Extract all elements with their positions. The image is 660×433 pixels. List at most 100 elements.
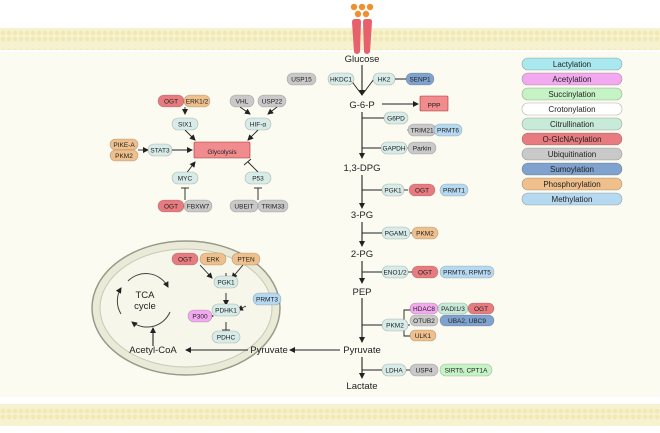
- glucose-transporter: [350, 3, 374, 54]
- main-pathway-arrows: [150, 65, 419, 379]
- metabolite-3pg: 3-PG: [351, 210, 373, 221]
- modifier-prmt6-g6pd: PRMT6: [433, 123, 463, 137]
- modifier-erk12: ERK1/2: [183, 94, 211, 108]
- enzyme-pdhc-label: PDHC: [217, 334, 236, 341]
- enzyme-six1: SIX1: [171, 117, 199, 131]
- modifier-p300-label: P300: [192, 313, 208, 320]
- legend-item: O-GlcNAcylation: [521, 132, 623, 146]
- legend-item-label: Citrullination: [550, 120, 594, 129]
- modifier-senp1: SENP1: [405, 72, 435, 86]
- modifier-pten: PTEN: [231, 252, 261, 266]
- enzyme-pdhc: PDHC: [211, 330, 241, 344]
- legend-item: Methylation: [521, 192, 623, 206]
- legend-item-label: Succinylation: [548, 90, 595, 99]
- enzyme-myc: MYC: [171, 171, 199, 185]
- legend-item-label: Lactylation: [553, 60, 591, 69]
- modifier-pten-label: PTEN: [237, 256, 255, 263]
- modifier-padi13-label: PADI1/3: [441, 306, 465, 313]
- legend-item: Citrullination: [521, 117, 623, 131]
- enzyme-myc-label: MYC: [178, 175, 193, 182]
- modifier-trim33: TRIM33: [257, 199, 289, 213]
- legend-item-label: Sumoylation: [550, 165, 594, 174]
- modifier-ogt-myc: OGT: [157, 199, 185, 213]
- enzyme-hif-label: HIF-α: [250, 121, 267, 128]
- modifier-uba2-ubc9-label: UBA2, UBC9: [448, 318, 486, 325]
- modifier-padi13: PADI1/3: [437, 302, 469, 315]
- metabolite-lactate: Lactate: [346, 381, 377, 392]
- enzyme-ldha-label: LDHA: [385, 367, 403, 374]
- modifier-trim21: TRIM21: [407, 123, 437, 137]
- legend-item: Acetylation: [521, 72, 623, 86]
- enzyme-hkdc1-label: HKDC1: [330, 76, 352, 83]
- modifier-usp22: USP22: [257, 94, 287, 108]
- modifier-ubeit: UBEIT: [229, 199, 259, 213]
- enzyme-eno12: ENO1/2: [381, 265, 409, 279]
- modifier-ogt-eno-label: OGT: [418, 269, 432, 276]
- modifier-parkin-label: Parkin: [413, 145, 432, 152]
- legend-item-label: O-GlcNAcylation: [542, 135, 601, 144]
- modifier-prmt6-g6pd-label: PRMT6: [437, 127, 459, 134]
- modifier-ogt-pgk1-label: OGT: [415, 187, 429, 194]
- glucose-dot-icon: [354, 10, 362, 18]
- modifier-trim21-label: TRIM21: [410, 127, 434, 134]
- legend-item-label: Ubiquitination: [548, 150, 596, 159]
- enzyme-six1-label: SIX1: [178, 121, 192, 128]
- modifier-fbxw7-label: FBXW7: [187, 203, 210, 210]
- modifier-usp4-label: USP4: [416, 367, 433, 374]
- modifier-ogt-pkm2-label: OGT: [474, 306, 488, 313]
- modifier-sirt5-cpt1a: SIRT5, CPT1A: [439, 363, 493, 377]
- ppp-box: PPP: [419, 95, 449, 112]
- transporter-right-icon: [363, 19, 372, 54]
- legend-item-label: Acetylation: [552, 75, 591, 84]
- modifier-ogt-mito-label: OGT: [178, 256, 192, 263]
- modifier-ogt-myc-label: OGT: [164, 203, 178, 210]
- glucose-dot-icon: [350, 3, 358, 11]
- modifier-ogt-six1-label: OGT: [164, 98, 178, 105]
- glycolysis-box-label: Glycolysis: [207, 149, 237, 156]
- enzyme-pdhk1: PDHK1: [211, 303, 241, 317]
- enzyme-pdhk1-label: PDHK1: [215, 307, 237, 314]
- enzyme-gapdh: GAPDH: [380, 141, 408, 155]
- modifier-sirt5-cpt1a-label: SIRT5, CPT1A: [445, 367, 489, 374]
- modifier-ogt-pkm2: OGT: [467, 302, 495, 315]
- modifier-pkm2-stat3: PKM2: [109, 149, 139, 162]
- legend-item-label: Crotonylation: [548, 105, 595, 114]
- legend-item: Phosphorylation: [521, 177, 623, 191]
- enzyme-pgk1-mito-label: PGK1: [217, 279, 235, 286]
- modifier-senp1-label: SENP1: [409, 76, 431, 83]
- modifier-ulk1-label: ULK1: [415, 333, 432, 340]
- enzyme-p53-label: P53: [252, 175, 264, 182]
- modifier-erk-mito: ERK: [199, 252, 227, 266]
- modifier-prmt3-label: PRMT3: [256, 296, 278, 303]
- modifier-fbxw7: FBXW7: [183, 199, 213, 213]
- modifier-ubeit-label: UBEIT: [234, 203, 253, 210]
- metabolite-acetyl-coa: Acetyl-CoA: [129, 345, 177, 356]
- enzyme-pkm2-label: PKM2: [386, 322, 404, 329]
- modifier-otub2-label: OTUB2: [413, 318, 435, 325]
- legend: LactylationAcetylationSuccinylationCroto…: [521, 57, 623, 206]
- modifier-vhl: VHL: [229, 94, 255, 108]
- modifier-vhl-label: VHL: [236, 98, 249, 105]
- legend-item: Lactylation: [521, 57, 623, 71]
- enzyme-hkdc1: HKDC1: [327, 72, 355, 86]
- modifier-prmt6-rpmt5-label: PRMT6, RPMT5: [443, 269, 491, 276]
- glucose-dot-icon: [366, 3, 374, 11]
- modifier-uba2-ubc9: UBA2, UBC9: [439, 314, 495, 327]
- modifier-ulk1: ULK1: [409, 329, 437, 342]
- modifier-parkin: Parkin: [407, 141, 437, 155]
- tca-label: TCA: [136, 290, 156, 301]
- enzyme-stat3-label: STAT3: [150, 147, 170, 154]
- top-membrane: [0, 28, 660, 50]
- modifier-ogt-six1: OGT: [157, 94, 185, 108]
- metabolite-pep: PEP: [352, 287, 371, 298]
- legend-item: Succinylation: [521, 87, 623, 101]
- enzyme-pgam1-label: PGAM1: [385, 230, 408, 237]
- metabolite-13dpg: 1,3-DPG: [344, 163, 381, 174]
- metabolite-pyruvate-mito: Pyruvate: [250, 345, 288, 356]
- enzyme-gapdh-label: GAPDH: [382, 145, 405, 152]
- modifier-pike-a: PIKE-A: [109, 138, 139, 151]
- modifier-prmt1-label: PRMT1: [443, 187, 465, 194]
- enzyme-g6pd: G6PD: [383, 111, 409, 125]
- legend-item-label: Phosphorylation: [543, 180, 600, 189]
